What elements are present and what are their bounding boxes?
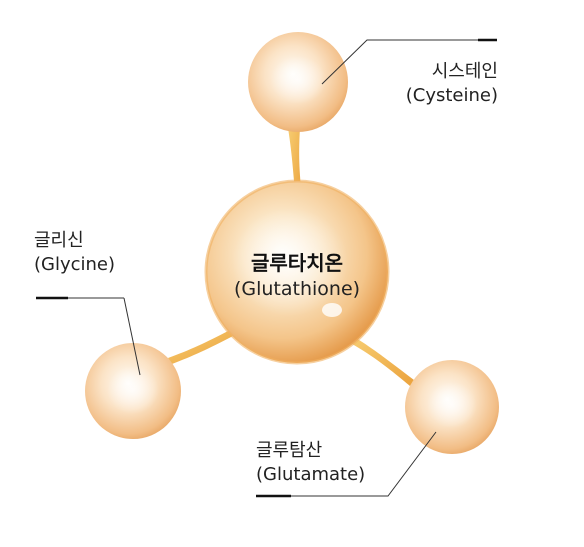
bond-glutamate [352, 338, 414, 386]
label-glutathione: 글루타치온 (Glutathione) [186, 250, 408, 302]
label-cysteine: 시스테인 (Cysteine) [398, 60, 498, 108]
label-glutamate: 글루탐산 (Glutamate) [256, 439, 365, 487]
label-glycine: 글리신 (Glycine) [34, 229, 115, 277]
label-cysteine-english: (Cysteine) [405, 85, 498, 106]
label-glutathione-korean: 글루타치온 [251, 251, 343, 275]
sphere-cysteine [248, 32, 348, 132]
sphere-glycine [85, 343, 181, 439]
label-glutamate-english: (Glutamate) [256, 464, 366, 485]
sphere-glutamate [405, 360, 499, 454]
leader-line-glycine [123, 297, 141, 376]
label-glycine-english: (Glycine) [34, 254, 116, 275]
sphere-glutathione [204, 179, 390, 365]
label-glutathione-english: (Glutathione) [233, 278, 361, 300]
label-cysteine-korean: 시스테인 [431, 61, 498, 82]
label-glycine-korean: 글리신 [34, 230, 84, 251]
leader-lines [36, 38, 497, 498]
leader-line-cysteine [321, 39, 478, 85]
bond-glycine [168, 330, 233, 364]
label-glutamate-korean: 글루탐산 [256, 440, 323, 461]
leader-line-glutamate [256, 431, 437, 497]
